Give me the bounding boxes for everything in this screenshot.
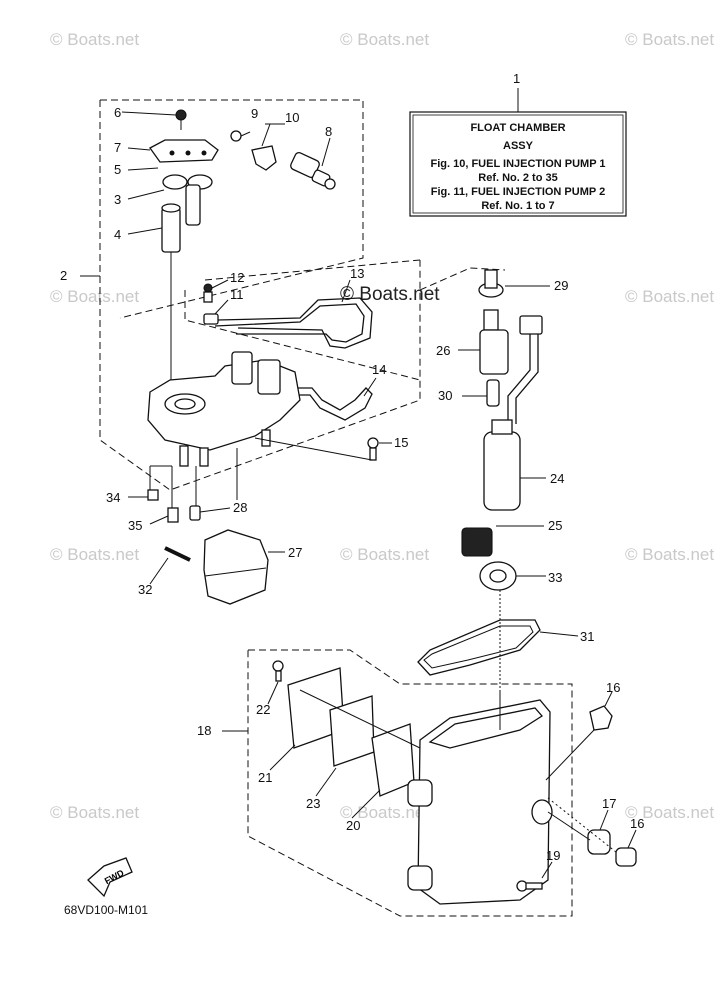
callout-22: 22 [256, 702, 270, 717]
callout-14: 14 [372, 362, 386, 377]
holder-10 [251, 145, 277, 171]
callout-1: 1 [513, 71, 520, 86]
callout-33: 33 [548, 570, 562, 585]
screw-15 [367, 437, 379, 449]
callout-27: 27 [288, 545, 302, 560]
clip-11 [203, 313, 219, 325]
callout-18: 18 [197, 723, 211, 738]
watermark: © Boats.net [625, 287, 714, 306]
callout-4: 4 [114, 227, 121, 242]
clamp-3 [162, 174, 188, 190]
plug-16-lower [615, 847, 637, 867]
bolt-35 [167, 507, 179, 523]
callout-24: 24 [550, 471, 564, 486]
plug-30 [486, 379, 500, 407]
watermark: © Boats.net [50, 287, 139, 306]
hose-13 [217, 297, 373, 349]
fwd-indicator: FWD [87, 857, 133, 898]
upper-left-parts [121, 109, 336, 400]
watermark: © Boats.net [625, 545, 714, 564]
watermark: © Boats.net [625, 803, 714, 822]
upper-assembly-outline [80, 99, 421, 491]
filter-26 [483, 309, 499, 331]
pump-base-parts [147, 279, 392, 500]
plug-16-upper [589, 705, 613, 731]
watermark-center: © Boats.net [340, 284, 440, 305]
callout-2: 2 [60, 268, 67, 283]
callout-19: 19 [546, 848, 560, 863]
title-line-6: Ref. No. 1 to 7 [481, 200, 554, 212]
watermark: © Boats.net [340, 30, 429, 49]
callout-7: 7 [114, 140, 121, 155]
callout-3: 3 [114, 192, 121, 207]
title-line-5: Fig. 11, FUEL INJECTION PUMP 2 [431, 186, 605, 198]
hose-14 [268, 387, 373, 421]
callout-25: 25 [548, 518, 562, 533]
bracket-7 [149, 139, 219, 163]
title-line-3: Fig. 10, FUEL INJECTION PUMP 1 [430, 158, 605, 170]
screw-9 [230, 130, 242, 142]
title-line-1: FLOAT CHAMBER [470, 122, 565, 134]
callout-35: 35 [128, 518, 142, 533]
callout-10: 10 [285, 110, 299, 125]
title-line-2: ASSY [503, 140, 534, 152]
callout-16-lower: 16 [630, 816, 644, 831]
grommet-17 [587, 829, 611, 855]
right-small-parts [545, 691, 637, 867]
pump-24 [483, 431, 521, 511]
float-chamber-assembly [222, 649, 573, 917]
callout-15: 15 [394, 435, 408, 450]
callout-26: 26 [436, 343, 450, 358]
callout-labels: 2 3 4 5 6 7 8 9 10 11 12 13 14 15 16 16 … [60, 105, 644, 863]
watermark: © Boats.net [340, 545, 429, 564]
screw-12 [203, 283, 213, 293]
callout-11: 11 [230, 287, 244, 302]
callout-28: 28 [233, 500, 247, 515]
title-line-4: Ref. No. 2 to 35 [478, 172, 557, 184]
callout-6: 6 [114, 105, 121, 120]
diagram-code: 68VD100-M101 [64, 903, 148, 917]
callout-30: 30 [438, 388, 452, 403]
fuel-pump-column [417, 267, 579, 720]
screw-22 [272, 660, 284, 672]
callout-20: 20 [346, 818, 360, 833]
watermarks: © Boats.net © Boats.net © Boats.net © Bo… [50, 30, 714, 822]
float-chamber-body [417, 699, 551, 905]
cover-27 [203, 529, 269, 605]
watermark: © Boats.net [50, 30, 139, 49]
callout-32: 32 [138, 582, 152, 597]
bolt-34 [147, 489, 159, 501]
fwd-arrow-icon [87, 857, 133, 898]
screw-6 [175, 109, 187, 121]
callout-13: 13 [350, 266, 364, 281]
gasket-31 [417, 619, 541, 676]
title-box: 1 FLOAT CHAMBER ASSY Fig. 10, FUEL INJEC… [409, 71, 627, 217]
holder-25 [461, 527, 493, 557]
callout-5: 5 [114, 162, 121, 177]
callout-8: 8 [325, 124, 332, 139]
plug-28 [189, 505, 201, 521]
callout-9: 9 [251, 106, 258, 121]
watermark: © Boats.net [50, 545, 139, 564]
watermark: © Boats.net [50, 803, 139, 822]
callout-12: 12 [230, 270, 244, 285]
watermark: © Boats.net [625, 30, 714, 49]
callout-31: 31 [580, 629, 594, 644]
callout-34: 34 [106, 490, 120, 505]
callout-17: 17 [602, 796, 616, 811]
pipe-4 [161, 207, 181, 253]
lower-left-parts [128, 465, 285, 605]
callout-23: 23 [306, 796, 320, 811]
callout-29: 29 [554, 278, 568, 293]
callout-16-upper: 16 [606, 680, 620, 695]
callout-21: 21 [258, 770, 272, 785]
